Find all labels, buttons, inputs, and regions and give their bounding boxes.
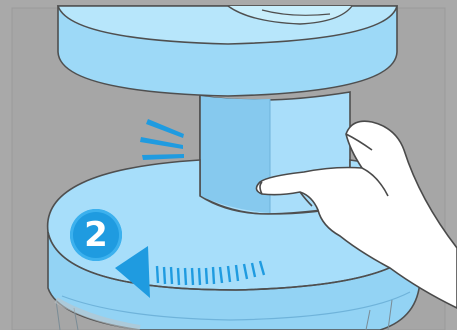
top-lid bbox=[58, 6, 397, 96]
step-number: 2 bbox=[70, 209, 122, 261]
step-badge-icon: 2 bbox=[70, 209, 122, 261]
